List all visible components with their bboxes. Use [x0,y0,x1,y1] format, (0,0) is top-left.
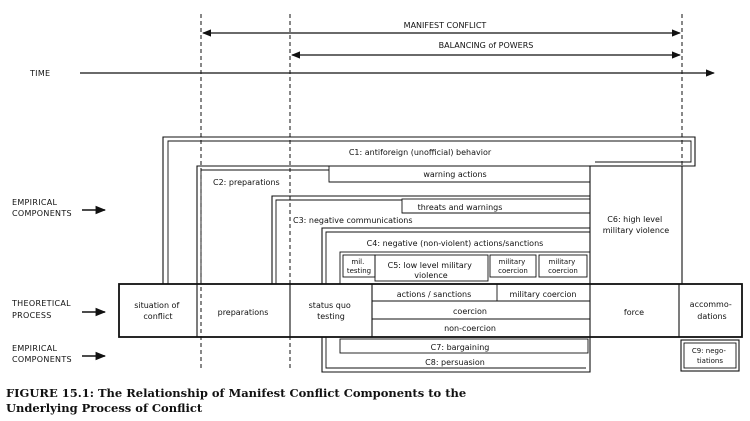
mil-testing-label: mil. testing [347,258,371,275]
warning-actions-label: warning actions [423,170,486,179]
threats-and-warnings-label: threats and warnings [418,203,503,212]
c6-label: C6: high level military violence [603,215,670,235]
c4-bracket [321,227,590,284]
non-coercion-label: non-coercion [444,324,496,333]
empirical-components-label-1: EMPIRICAL COMPONENTS [12,198,72,218]
c3-bracket [271,195,590,284]
military-coercion-label-1: military coercion [498,258,528,275]
c5-label: C5: low level military violence [388,261,475,280]
situation-of-conflict-label: situation of conflict [134,301,182,321]
c3-bracket-inner [275,199,402,284]
military-coercion-label-2: military coercion [548,258,578,275]
c2-label: C2: preparations [213,178,280,187]
c7-c8-bracket-inner [325,337,586,369]
c4-bracket-inner [325,231,590,284]
coercion-label: coercion [453,307,487,316]
process-bar [118,283,743,338]
c5-box [374,254,489,282]
time-label: TIME [29,69,50,78]
c1-bracket-inner [167,140,692,284]
c6-box [589,165,683,285]
c7-box [339,338,589,354]
c9-box-inner [683,342,737,369]
status-quo-testing-label: status quo testing [309,301,354,321]
force-label: force [624,308,644,317]
preparations-label: preparations [218,308,269,317]
figure-caption: FIGURE 15.1: The Relationship of Manifes… [6,386,470,415]
military-coercion-box-2 [538,254,588,278]
actions-sanctions-label: actions / sanctions [397,290,472,299]
c1-label: C1: antiforeign (unofficial) behavior [349,148,492,157]
c7-label: C7: bargaining [431,343,490,352]
c9-label: C9: nego- tiations [692,347,728,365]
theoretical-process-label: THEORETICAL PROCESS [11,299,74,320]
c4-label: C4: negative (non-violent) actions/sanct… [367,239,544,248]
military-coercion-box-1 [489,254,537,278]
c9-box [680,339,740,372]
c3-label: C3: negative communications [293,216,412,225]
c2-bracket-inner [200,169,329,284]
balancing-of-powers-label: BALANCING of POWERS [439,41,534,50]
c7-c8-bracket [321,337,591,373]
empirical-components-label-2: EMPIRICAL COMPONENTS [12,344,72,364]
accommodations-label: accommo- dations [690,300,735,321]
c8-label: C8: persuasion [425,358,485,367]
military-coercion-label: military coercion [510,290,577,299]
manifest-conflict-label: MANIFEST CONFLICT [404,21,487,30]
